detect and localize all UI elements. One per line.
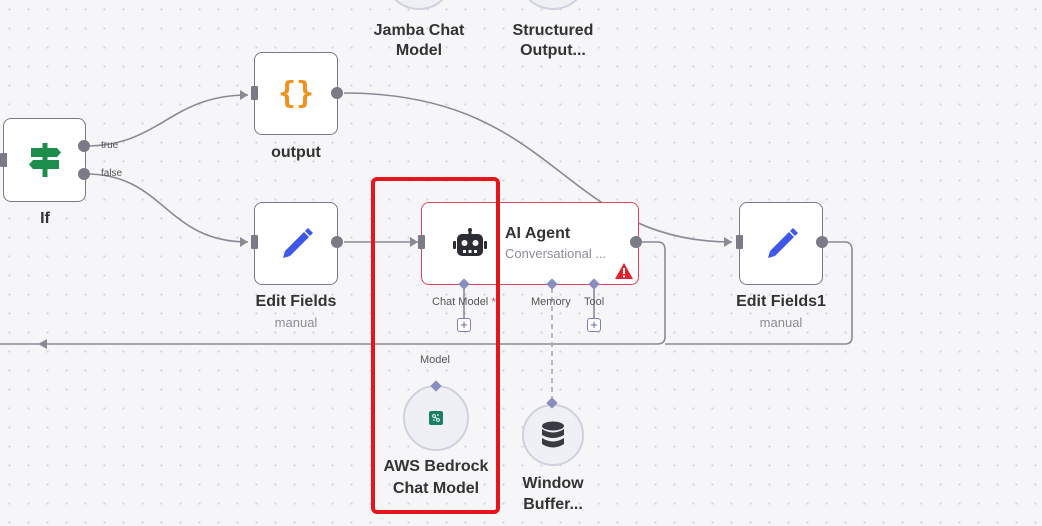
jamba-title-line2: Model: [395, 42, 443, 59]
connection-editfields1-loop: [665, 241, 853, 345]
chat-model-required-mark: *: [491, 296, 496, 308]
edit-fields-output-port[interactable]: [331, 236, 343, 248]
output-node[interactable]: {}: [254, 52, 338, 135]
connection-output-editfields1: [343, 92, 733, 243]
window-buffer-title-line1: Window: [522, 475, 584, 492]
connection-agent-loop: [0, 241, 666, 345]
braces-icon: {}: [277, 76, 315, 111]
chat-model-port-label: Chat Model *: [432, 296, 496, 308]
connection-if-false-editfields: [85, 173, 249, 243]
if-input-port[interactable]: [0, 153, 7, 167]
output-input-port[interactable]: [251, 86, 258, 100]
if-false-port[interactable]: [78, 168, 90, 180]
if-title: If: [40, 210, 50, 227]
robot-icon: [453, 227, 487, 256]
connection-if-true-output: [85, 94, 249, 147]
pencil-icon: [768, 227, 798, 258]
if-true-label: true: [101, 140, 119, 151]
jamba-title-line1: Jamba Chat: [373, 22, 465, 39]
aws-bedrock-chat-model-node[interactable]: [403, 385, 469, 451]
signpost-icon: [28, 143, 61, 177]
edit-fields-subtitle: manual: [274, 315, 318, 330]
edit-fields-node[interactable]: [254, 202, 338, 285]
ai-agent-title: AI Agent: [505, 225, 571, 242]
aws-bedrock-title-line2: Chat Model: [392, 480, 480, 497]
output-output-port[interactable]: [331, 87, 343, 99]
if-false-label: false: [101, 168, 123, 179]
pencil-icon: [283, 227, 313, 258]
ai-agent-input-port[interactable]: [418, 235, 425, 249]
chat-model-port-text: Chat Model: [432, 296, 489, 308]
tool-port-label: Tool: [584, 296, 605, 308]
aws-bedrock-title-line1: AWS Bedrock: [383, 458, 489, 475]
edit-fields1-output-port[interactable]: [816, 236, 828, 248]
ai-agent-output-port[interactable]: [630, 236, 642, 248]
ai-agent-subtitle: Conversational ...: [505, 246, 607, 261]
database-icon: [542, 421, 564, 448]
edit-fields1-title: Edit Fields1: [736, 293, 826, 310]
jamba-chat-model-title: Jamba Chat Model: [350, 21, 488, 61]
aws-bedrock-icon: [429, 411, 443, 425]
edit-fields1-subtitle: manual: [759, 315, 803, 330]
edit-fields-input-port[interactable]: [251, 235, 258, 249]
window-buffer-memory-node[interactable]: [522, 404, 584, 466]
structured-title-line2: Output...: [520, 42, 586, 59]
warning-icon: [614, 262, 634, 285]
aws-bedrock-title: AWS Bedrock Chat Model: [370, 456, 502, 500]
memory-port-label: Memory: [531, 296, 571, 308]
edit-fields-title: Edit Fields: [255, 293, 337, 310]
structured-title-line1: Structured: [512, 22, 594, 39]
if-true-port[interactable]: [78, 140, 90, 152]
output-title: output: [271, 144, 321, 161]
bedrock-model-port-label: Model: [420, 354, 450, 366]
add-tool-button[interactable]: +: [587, 318, 601, 332]
add-chat-model-button[interactable]: +: [457, 318, 471, 332]
window-buffer-title-line2: Buffer...: [523, 496, 583, 513]
highlight-annotation-box: [371, 177, 500, 514]
edit-fields1-input-port[interactable]: [736, 235, 743, 249]
edit-fields1-node[interactable]: [739, 202, 823, 285]
if-node[interactable]: [3, 118, 86, 202]
window-buffer-title: Window Buffer...: [493, 473, 613, 515]
structured-output-title: Structured Output...: [484, 21, 622, 61]
